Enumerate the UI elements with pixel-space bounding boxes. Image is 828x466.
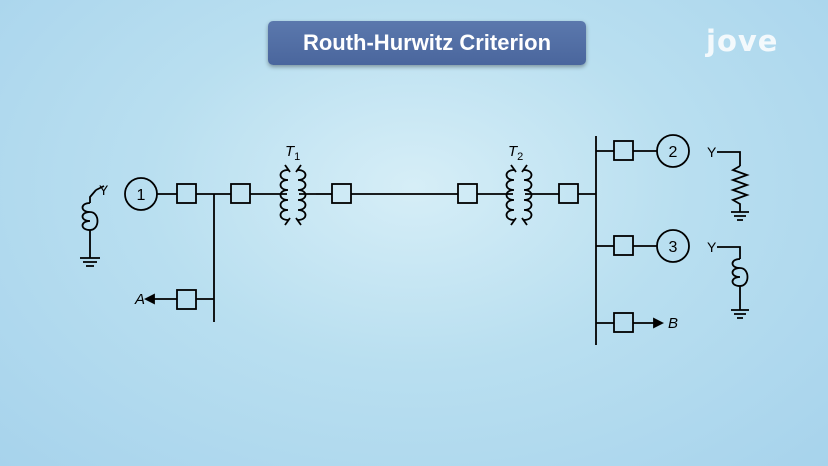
- breaker-1: [176, 183, 197, 204]
- transformer-t2: [496, 164, 542, 226]
- generator-1-grounding: [80, 185, 105, 267]
- generator-3-label: 3: [669, 239, 678, 256]
- breaker-load-a: [176, 289, 197, 310]
- generator-3: [656, 229, 690, 263]
- breaker-3: [331, 183, 352, 204]
- transformer-t1: [270, 164, 316, 226]
- arrow-load-a: [143, 293, 155, 305]
- arrow-load-b: [653, 317, 665, 329]
- generator-1-label: 1: [137, 187, 146, 204]
- wye-label-gen-2: Y: [707, 144, 717, 160]
- generator-2: [656, 134, 690, 168]
- wye-label-gen-1: Y: [99, 182, 109, 198]
- transformer-t1-label: T1: [285, 143, 300, 163]
- generator-2-label: 2: [669, 144, 678, 161]
- breaker-6: [613, 140, 634, 161]
- load-a-label: A: [134, 291, 145, 308]
- breaker-4: [457, 183, 478, 204]
- jove-logo: jove: [706, 24, 779, 58]
- slide-title: Routh-Hurwitz Criterion: [268, 21, 586, 65]
- breaker-7: [613, 235, 634, 256]
- load-b-label: B: [668, 315, 678, 332]
- transformer-t2-label: T2: [508, 143, 523, 163]
- generator-3-grounding: [717, 246, 749, 319]
- breaker-5: [558, 183, 579, 204]
- generator-2-grounding: [717, 151, 750, 221]
- wye-label-gen-3: Y: [707, 239, 717, 255]
- breaker-load-b: [613, 312, 634, 333]
- breaker-2: [230, 183, 251, 204]
